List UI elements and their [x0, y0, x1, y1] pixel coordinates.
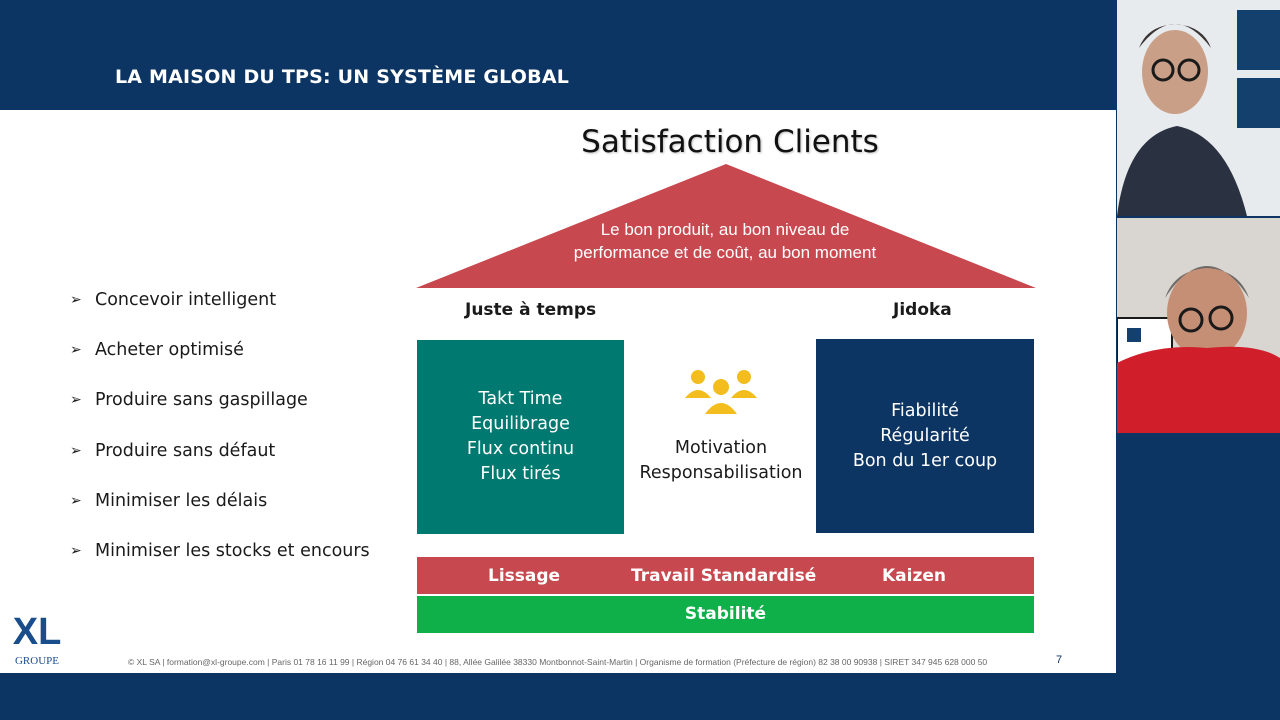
- list-item: ➢ Produire sans gaspillage: [70, 390, 370, 440]
- foundation-bar: Stabilité: [417, 596, 1034, 633]
- slide-title: LA MAISON DU TPS: UN SYSTÈME GLOBAL: [115, 66, 570, 88]
- xl-groupe-logo: XL GROUPE: [12, 606, 62, 667]
- center-block: Motivation Responsabilisation: [636, 368, 806, 486]
- base-item-lissage: Lissage: [488, 566, 561, 586]
- arrow-bullet-icon: ➢: [70, 442, 82, 459]
- footer-text: © XL SA | formation@xl-groupe.com | Pari…: [128, 657, 988, 667]
- roof-text: Le bon produit, au bon niveau de perform…: [520, 218, 930, 264]
- pillar-item: Fiabilité: [891, 400, 959, 421]
- arrow-bullet-icon: ➢: [70, 392, 82, 409]
- list-item: ➢ Concevoir intelligent: [70, 290, 370, 340]
- pillar-item: Bon du 1er coup: [852, 450, 998, 471]
- bullet-text: Produire sans défaut: [95, 440, 276, 461]
- pillar-item: Régularité: [880, 425, 970, 446]
- list-item: ➢ Acheter optimisé: [70, 340, 370, 390]
- arrow-bullet-icon: ➢: [70, 542, 82, 559]
- page-number: 7: [1056, 654, 1063, 666]
- bullet-text: Produire sans gaspillage: [95, 390, 308, 411]
- base-bar: Lissage Travail Standardisé Kaizen: [417, 557, 1034, 594]
- slide-header: [0, 48, 1116, 110]
- pillar-left-label: Juste à temps: [465, 300, 597, 320]
- base-item-kaizen: Kaizen: [882, 566, 946, 586]
- svg-text:XL: XL: [13, 611, 62, 653]
- person-1-image: [1117, 0, 1280, 216]
- participant-video-1[interactable]: [1117, 0, 1280, 216]
- person-2-image: [1117, 218, 1280, 433]
- arrow-bullet-icon: ➢: [70, 292, 82, 308]
- slide-canvas: Satisfaction Clients Le bon produit, au …: [0, 110, 1116, 673]
- roof-title: Satisfaction Clients: [581, 124, 879, 160]
- list-item: ➢ Produire sans défaut: [70, 441, 370, 491]
- base-item-travail-standardise: Travail Standardisé: [631, 566, 817, 586]
- roof-text-line-1: Le bon produit, au bon niveau de: [600, 220, 850, 239]
- pillar-item: Takt Time: [478, 389, 563, 409]
- list-item: ➢ Minimiser les stocks et encours: [70, 541, 370, 591]
- arrow-bullet-icon: ➢: [70, 342, 82, 359]
- center-item: Motivation: [674, 438, 768, 458]
- pillar-item: Flux tirés: [480, 464, 561, 484]
- bullet-text: Minimiser les délais: [95, 490, 268, 511]
- pillar-just-in-time: Takt Time Equilibrage Flux continu Flux …: [417, 340, 624, 534]
- video-sidebar-background: [1116, 433, 1280, 720]
- bullet-text: Concevoir intelligent: [95, 290, 277, 310]
- pillar-jidoka: Fiabilité Régularité Bon du 1er coup: [816, 339, 1034, 533]
- center-item: Responsabilisation: [639, 463, 803, 483]
- bullet-text: Minimiser les stocks et encours: [95, 540, 370, 561]
- arrow-bullet-icon: ➢: [70, 492, 82, 509]
- list-item: ➢ Minimiser les délais: [70, 491, 370, 541]
- roof-text-line-2: performance et de coût, au bon moment: [573, 243, 877, 262]
- participant-video-2[interactable]: [1117, 218, 1280, 433]
- bullet-text: Acheter optimisé: [95, 340, 244, 361]
- pillar-right-label: Jidoka: [893, 300, 952, 320]
- pillar-item: Flux continu: [466, 439, 575, 459]
- people-group-icon: [685, 370, 757, 414]
- pillar-item: Equilibrage: [471, 414, 570, 434]
- bullet-list: ➢ Concevoir intelligent ➢ Acheter optimisé…: [70, 290, 370, 591]
- house-roof: [416, 164, 1036, 288]
- svg-text:GROUPE: GROUPE: [15, 655, 59, 667]
